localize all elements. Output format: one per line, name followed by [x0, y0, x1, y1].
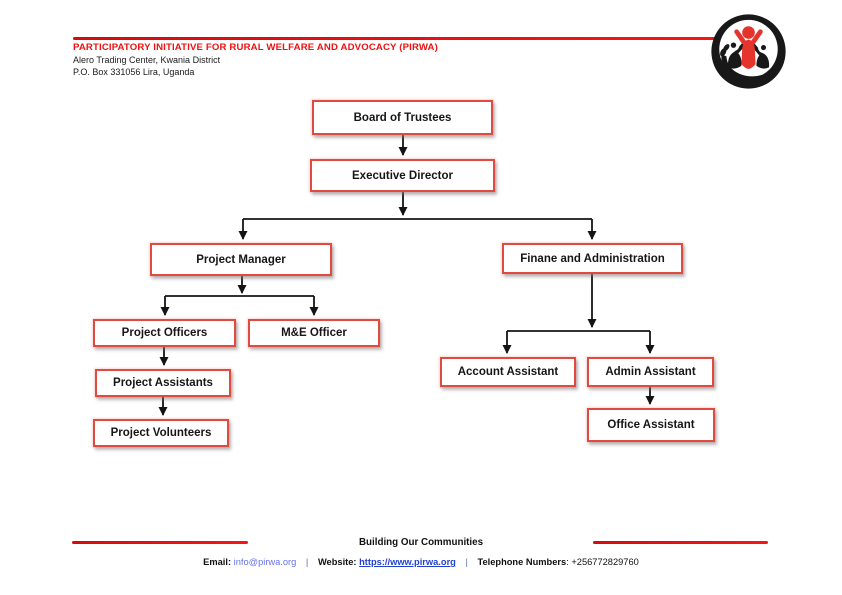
separator: | — [305, 557, 309, 567]
org-node-office-assistant: Office Assistant — [587, 408, 715, 442]
org-node-me-officer: M&E Officer — [248, 319, 380, 347]
org-node-account-assistant: Account Assistant — [440, 357, 576, 387]
footer-rule-right — [593, 541, 768, 544]
org-node-project-volunteers: Project Volunteers — [93, 419, 229, 447]
email-link[interactable]: info@pirwa.org — [233, 557, 297, 567]
org-node-project-assistants: Project Assistants — [95, 369, 231, 397]
phone-label: Telephone Numbers — [477, 557, 567, 567]
org-title: PARTICIPATORY INITIATIVE FOR RURAL WELFA… — [73, 42, 438, 53]
footer-rule-left — [72, 541, 248, 544]
address-line-1: Alero Trading Center, Kwania District — [73, 55, 221, 65]
phone-value: : +256772829760 — [566, 557, 639, 567]
header-rule — [73, 37, 726, 40]
org-node-admin-assistant: Admin Assistant — [587, 357, 714, 387]
website-link[interactable]: https://www.pirwa.org — [359, 557, 456, 567]
org-node-finance-and-administration: Finane and Administration — [502, 243, 683, 274]
pirwa-logo-icon — [711, 14, 786, 89]
website-label: Website: — [317, 557, 357, 567]
address-line-2: P.O. Box 331056 Lira, Uganda — [73, 67, 195, 77]
org-node-executive-director: Executive Director — [310, 159, 495, 192]
footer-contact-line: Email: info@pirwa.org | Website: https:/… — [0, 557, 842, 567]
email-label: Email: — [203, 557, 232, 567]
org-node-board-of-trustees: Board of Trustees — [312, 100, 493, 135]
org-node-project-manager: Project Manager — [150, 243, 332, 276]
org-node-project-officers: Project Officers — [93, 319, 236, 347]
footer-tagline: Building Our Communities — [358, 537, 484, 548]
separator: | — [465, 557, 468, 567]
